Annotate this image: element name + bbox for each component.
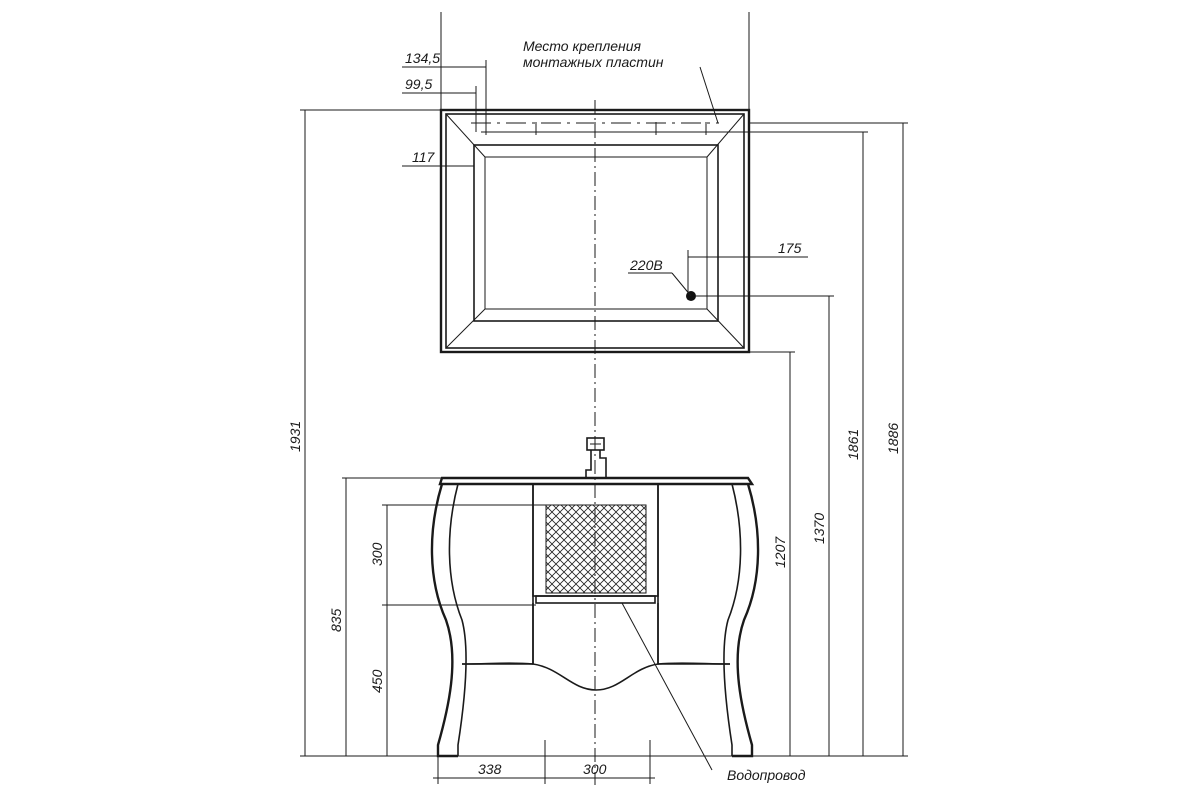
cabinet-apron [532,603,659,691]
dim-175: 175 [778,240,802,256]
dim-117: 117 [412,149,436,165]
dim-338: 338 [478,761,502,777]
faucet [585,437,607,479]
cabinet-left-side [430,483,458,758]
dimension-lines [300,12,908,784]
text-labels: Место крепления монтажных пластин 220В В… [287,38,901,783]
dim-300-vertical: 300 [369,542,385,566]
dim-1886: 1886 [885,423,901,454]
mounting-plates-label-line2: монтажных пластин [523,54,664,70]
countertop [438,476,755,486]
dim-300-horizontal: 300 [583,761,607,777]
dim-1931: 1931 [287,421,303,452]
dim-835: 835 [328,608,344,632]
power-label: 220В [629,257,663,273]
mesh-panel [545,504,647,594]
mounting-plates-label-line1: Место крепления [523,38,642,54]
dim-1207: 1207 [772,536,788,568]
dim-450: 450 [369,669,385,693]
dim-1861: 1861 [845,429,861,460]
water-supply-label: Водопровод [727,767,806,783]
vanity-cabinet [430,437,760,758]
left-door [458,483,534,665]
dim-134-5: 134,5 [405,50,440,66]
right-door [657,483,733,665]
dim-99-5: 99,5 [405,76,432,92]
mirror-glass [473,144,719,322]
dim-1370: 1370 [811,513,827,544]
cabinet-right-side [732,483,760,758]
